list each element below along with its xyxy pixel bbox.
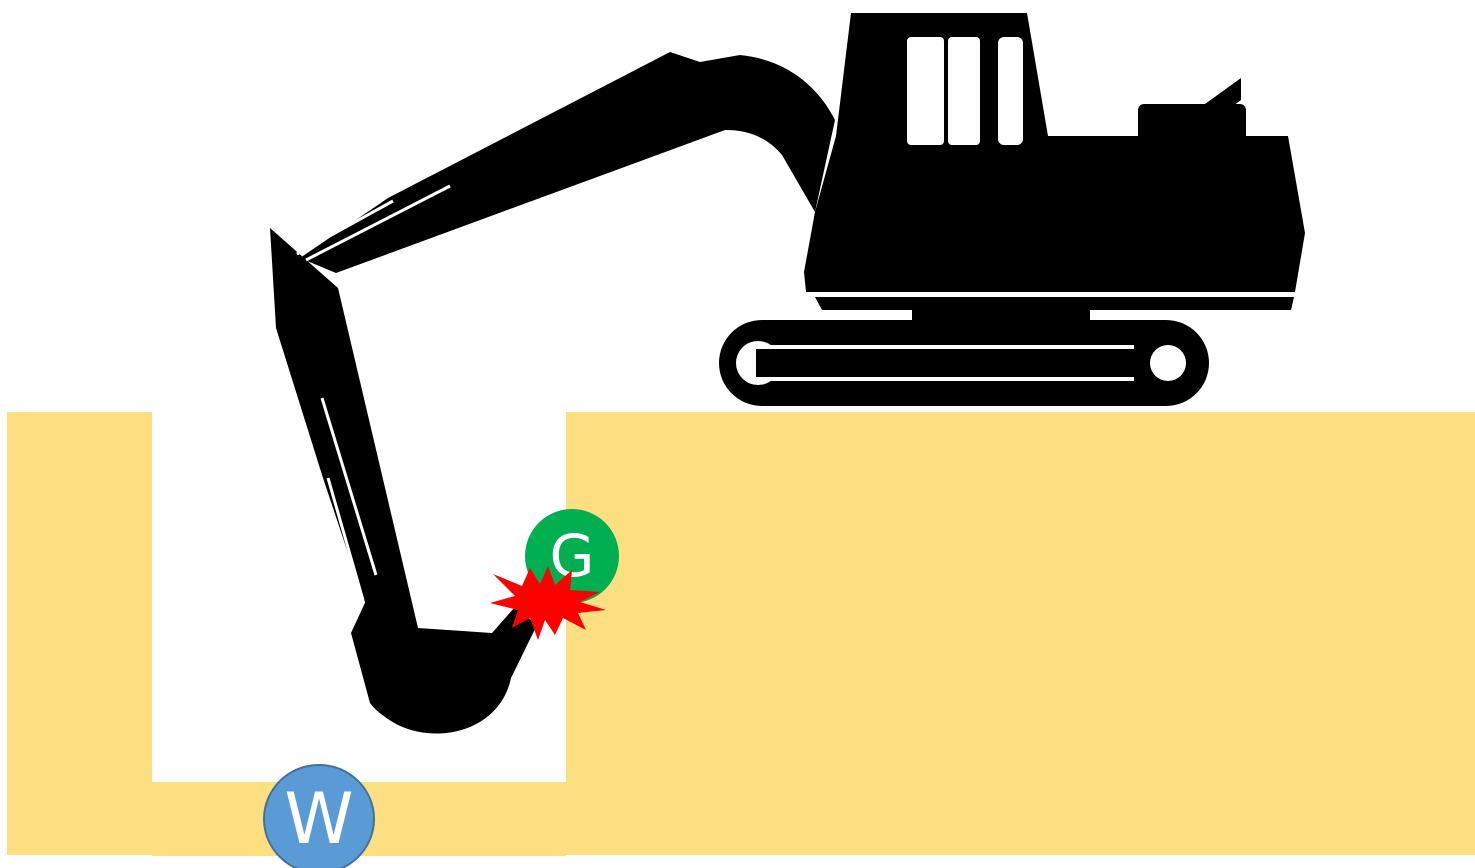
cab xyxy=(804,13,1305,292)
engine-housing xyxy=(1138,104,1246,144)
boom xyxy=(300,52,835,273)
undercarriage-frame xyxy=(815,297,1294,310)
arm xyxy=(270,228,418,628)
gas-line-label: G xyxy=(550,522,595,590)
cab-window-3 xyxy=(998,37,1023,145)
bucket xyxy=(351,592,537,734)
water-line-marker: W xyxy=(263,764,375,868)
track-wheel-right xyxy=(1150,345,1186,381)
cab-window-2 xyxy=(948,37,980,145)
water-line-label: W xyxy=(284,778,353,860)
gas-line-marker: G xyxy=(525,509,619,603)
cab-window-1 xyxy=(907,37,944,145)
